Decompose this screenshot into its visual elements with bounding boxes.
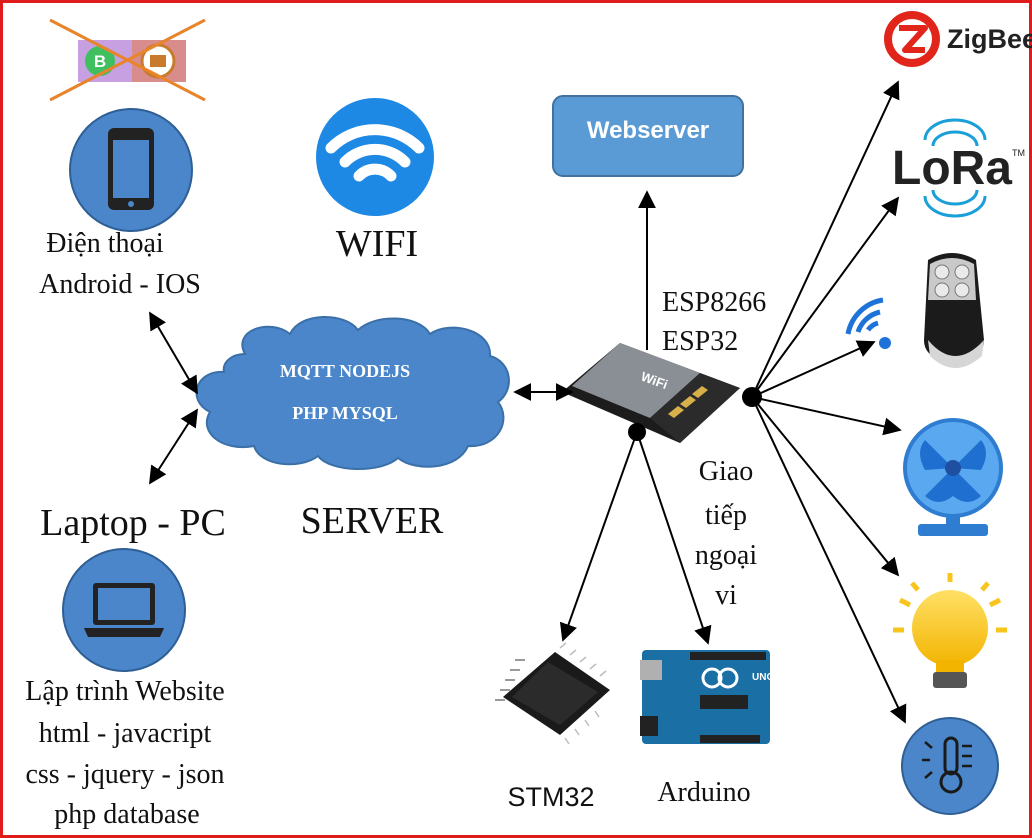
server-label: SERVER (301, 500, 444, 542)
stm32-label: STM32 (507, 782, 594, 812)
laptop-icon (62, 548, 186, 672)
phone-label-line1: Điện thoại (46, 228, 164, 259)
wifi-label: WIFI (336, 223, 418, 265)
peripheral-line3: ngoại (695, 540, 757, 571)
esp-module-icon: WiFi (562, 343, 740, 443)
bootstrap-logo-icon (85, 46, 115, 76)
esp-label-line1: ESP8266 (662, 287, 766, 318)
junction-dot (742, 387, 762, 407)
wireless-signal-icon (845, 297, 891, 349)
zigbee-logo-icon (884, 11, 940, 67)
connectors (149, 80, 907, 724)
cloud-line2: PHP MYSQL (292, 403, 398, 423)
lora-tm: TM (1012, 148, 1025, 158)
laptop-line1: Lập trình Website (25, 676, 224, 707)
webserver-label: Webserver (587, 117, 709, 144)
arduino-label: Arduino (657, 777, 750, 808)
phone-icon (69, 108, 193, 232)
light-bulb-icon (893, 573, 1007, 688)
laptop-title: Laptop - PC (40, 502, 226, 544)
webserver-box (552, 95, 744, 177)
lora-label: LoRa (892, 142, 1012, 195)
wifi-icon (316, 98, 434, 216)
laptop-line3: css - jquery - json (25, 759, 224, 790)
fan-icon (903, 418, 1003, 536)
svg-text:B: B (94, 52, 106, 71)
junction-dot (628, 423, 646, 441)
server-cloud (195, 316, 510, 470)
lora-logo-icon (923, 118, 987, 218)
arduino-board-icon: UNO (640, 650, 774, 744)
peripheral-line4: vi (715, 580, 737, 611)
arduino-badge: UNO (752, 672, 774, 683)
peripheral-line2: tiếp (705, 500, 747, 531)
rf-remote-icon (924, 253, 984, 368)
esp-label-line2: ESP32 (662, 326, 738, 357)
peripheral-line1: Giao (699, 456, 753, 487)
zigbee-label: ZigBee (947, 24, 1032, 54)
laptop-line2: html - javacript (39, 718, 212, 749)
thermometer-icon (901, 717, 999, 815)
cloud-line1: MQTT NODEJS (280, 361, 410, 381)
stm32-chip-icon (495, 642, 610, 745)
crossed-out-app-logos: B (49, 18, 206, 102)
phone-label-line2: Android - IOS (39, 269, 201, 300)
laptop-line4: php database (54, 799, 199, 830)
